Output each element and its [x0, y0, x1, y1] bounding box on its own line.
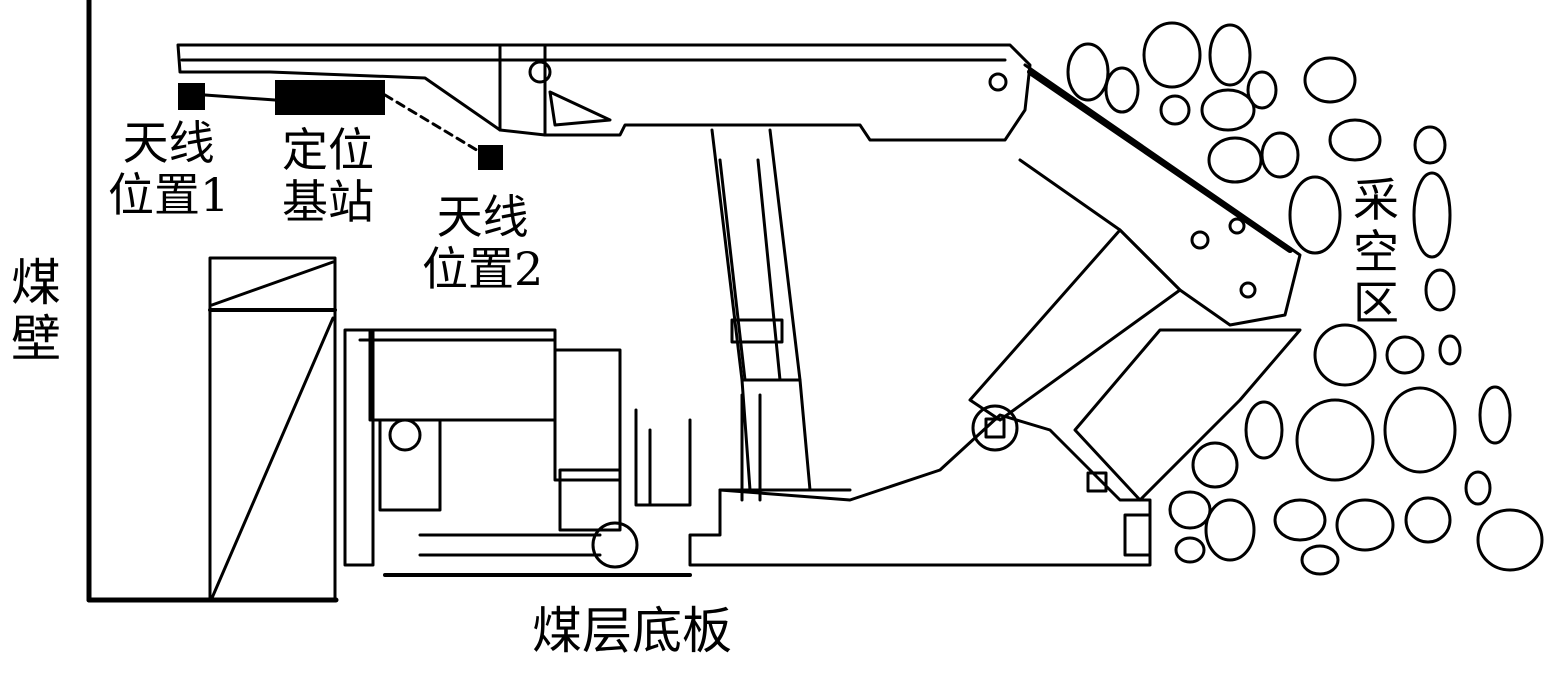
rock	[1478, 385, 1512, 445]
rock	[1246, 70, 1278, 110]
antenna-cable-2	[383, 93, 487, 157]
link-pin-square	[984, 417, 1006, 439]
rock	[1288, 175, 1342, 255]
rock	[1066, 42, 1110, 102]
rock	[1174, 536, 1206, 564]
shearer-wheel	[388, 418, 422, 452]
antenna-2-label-line-2: 位置2	[422, 241, 544, 296]
rock	[1335, 498, 1395, 552]
rock	[1168, 490, 1212, 530]
base-frame	[688, 413, 1152, 567]
rock	[1438, 334, 1462, 366]
rock	[1142, 21, 1202, 89]
leg-cylinder	[740, 378, 812, 492]
rock	[1424, 268, 1456, 312]
coal-floor-label: 煤层底板	[532, 603, 732, 659]
coal-wall-label-line-1: 煤	[11, 254, 61, 312]
rock	[1200, 88, 1256, 132]
link-pin	[971, 404, 1019, 452]
canopy-joint	[498, 43, 547, 137]
rock	[1204, 498, 1256, 562]
shearer-box	[558, 468, 622, 532]
caving-shield-edge	[1027, 69, 1293, 253]
rock	[1476, 508, 1544, 572]
lower-link	[1073, 328, 1302, 502]
rock	[1464, 470, 1492, 506]
goaf-rocks	[1066, 21, 1544, 576]
rock	[1303, 56, 1357, 104]
rock	[1207, 136, 1263, 184]
rock	[1260, 131, 1300, 179]
base-station-label: 定位 基站	[282, 123, 374, 229]
rock	[1404, 496, 1452, 544]
antenna-1-label-line-1: 天线	[122, 116, 215, 170]
base-station-marker	[275, 80, 385, 115]
canopy-pin-right	[988, 72, 1008, 92]
rock	[1159, 94, 1191, 126]
shearer-side-plate	[343, 328, 375, 567]
antenna-cable-1	[203, 93, 277, 102]
drum-diagonal-top	[210, 260, 335, 307]
hydraulic-leg-outer	[710, 128, 802, 382]
shearer-rails	[418, 533, 602, 557]
antenna-position-2-label: 天线 位置2	[422, 190, 544, 296]
rear-link	[968, 228, 1182, 422]
canopy-wedge	[548, 90, 612, 127]
rock	[1244, 400, 1284, 460]
goaf-label-line-1: 采	[1353, 173, 1399, 227]
rock	[1300, 544, 1340, 576]
goaf-label-line-2: 空	[1353, 224, 1399, 279]
antenna-position-1-label: 天线 位置1	[108, 116, 230, 222]
coal-wall-label: 煤 壁	[10, 255, 62, 367]
cutting-drum	[208, 256, 337, 602]
drive-wheel	[591, 521, 639, 569]
coal-floor-label-text: 煤层底板	[532, 602, 732, 660]
shield-pin-1	[1190, 230, 1210, 250]
goaf-label: 采 空 区	[1350, 173, 1402, 331]
canopy	[176, 43, 1032, 142]
rock	[1104, 66, 1140, 114]
leg-collar	[730, 318, 784, 344]
goaf-label-line-3: 区	[1353, 276, 1399, 331]
rock	[1191, 441, 1239, 489]
rock	[1273, 498, 1327, 542]
shearer-body	[358, 338, 622, 482]
rock	[1295, 398, 1375, 482]
antenna-2-marker	[478, 145, 503, 170]
base-station-label-line-1: 定位	[282, 123, 374, 177]
antenna-1-label-line-2: 位置1	[108, 167, 230, 222]
rock	[1413, 125, 1447, 165]
rock	[1208, 23, 1252, 87]
shearer-housing	[368, 328, 557, 422]
base-small-block	[1086, 471, 1108, 493]
base-block	[1123, 513, 1152, 557]
coal-wall-label-line-2: 壁	[11, 310, 61, 368]
canopy-pin	[528, 60, 552, 84]
antenna-2-label-line-1: 天线	[436, 190, 529, 244]
rock	[1313, 323, 1377, 387]
shield-pin-2	[1228, 217, 1246, 235]
rock	[1383, 386, 1457, 474]
caving-shield	[1018, 63, 1302, 327]
drum-diagonal	[210, 316, 335, 600]
shield-pin-3	[1239, 281, 1257, 299]
rock	[1385, 335, 1425, 375]
leg-bracket	[740, 393, 762, 502]
rock	[1328, 118, 1382, 162]
shearer-frame	[634, 408, 692, 507]
rock	[1412, 171, 1452, 259]
antenna-1-marker	[178, 83, 205, 110]
base-station-label-line-2: 基站	[282, 174, 374, 229]
